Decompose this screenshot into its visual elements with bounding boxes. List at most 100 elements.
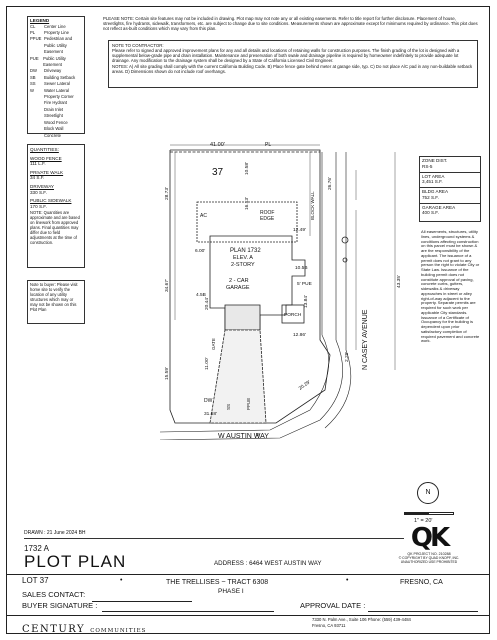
- quantity-label: DRIVEWAY: [30, 183, 54, 189]
- legend-label: Public Utility Easement: [43, 55, 66, 68]
- dim-1058a: 10.58': [244, 162, 250, 175]
- legend-label: Concrete: [44, 132, 61, 138]
- roof-edge-2: EDGE: [260, 216, 275, 222]
- dim-450: 4.5B: [196, 292, 206, 298]
- contractor-note-box: NOTE TO CONTRACTOR: Please refer to sign…: [108, 40, 478, 88]
- phase-label: PHASE I: [218, 588, 244, 595]
- company-address-2: Fresno, CA 93711: [312, 623, 346, 628]
- dim-2676: 26.76': [327, 177, 333, 190]
- street-east-label: N CASEY AVENUE: [362, 309, 369, 370]
- legend-label: Block Wall: [44, 126, 64, 132]
- legend-item: Streetlight: [30, 113, 82, 119]
- quantity-value: 330 S.F.: [30, 189, 47, 195]
- buyer-signature-line[interactable]: [102, 611, 274, 612]
- garage-label-1: 2 - CAR: [229, 278, 249, 284]
- dim-1100: 11.00': [204, 357, 210, 370]
- separator-dot: •: [120, 577, 123, 584]
- drawn-info: DRAWN : 21 June 2024 BH: [24, 530, 86, 536]
- legend-label: Pedestrian and Public Utility Easement: [44, 36, 73, 55]
- please-note: PLEASE NOTE: Certain site features may n…: [103, 16, 478, 32]
- dim-600: 6.00': [195, 248, 205, 254]
- qk-project: QK PROJECT NO. 210288: [407, 552, 451, 556]
- dim-1559: 15.59': [164, 367, 170, 380]
- contractor-notes-list: NOTES: A) All site grading shall comply …: [112, 64, 473, 74]
- dim-top: 41.00': [210, 142, 225, 148]
- zone-row-value: 752 S.F.: [422, 194, 439, 200]
- company-address-1: 7330 N. Palm Ave., Suite 106 Phone: (559…: [312, 617, 411, 622]
- company-sub: COMMUNITIES: [90, 628, 147, 634]
- legend-item: Wood Fence: [30, 120, 82, 126]
- dim-2029: 20.29': [298, 379, 312, 391]
- zone-row-value: 3,451 S.F.: [422, 179, 443, 185]
- quantity-value: 111 L.F.: [30, 161, 46, 167]
- legend-label: Property Corner: [44, 94, 74, 100]
- quantities-title: QUANTITIES:: [30, 147, 59, 152]
- zone-row-label: LOT AREA: [422, 173, 445, 179]
- pl-label-top: PL: [265, 142, 271, 148]
- legend-code: SB: [30, 74, 36, 80]
- dim-pue: 5' PUE: [297, 281, 312, 287]
- legend-code: PL: [30, 30, 36, 35]
- zone-row-label: ZONE DIST.: [422, 158, 448, 163]
- legend-code: PPUE: [30, 36, 42, 42]
- contractor-note-body: Please refer to signed and approved impr…: [112, 48, 460, 63]
- scale-bar: [404, 512, 454, 515]
- separator-dot: •: [346, 577, 349, 584]
- dim-229: 2.29': [344, 352, 350, 362]
- legend-code: W: [30, 87, 34, 93]
- legend-item: Fire Hydrant: [30, 100, 82, 106]
- legend-label: Wood Fence: [44, 119, 68, 125]
- legend-label: Sewer Lateral: [44, 81, 70, 87]
- legend-code: PUE: [30, 55, 39, 61]
- legend-item: Block Wall: [30, 126, 82, 132]
- lot-number: 37: [212, 167, 224, 178]
- zone-row-value: 400 S.F.: [422, 210, 439, 216]
- easement-note: All easements, structures, utility lines…: [421, 229, 480, 344]
- qk-mark: QK: [410, 523, 450, 553]
- quantity-label: PRIVATE WALK: [30, 169, 64, 175]
- quantities-note: NOTE: Quantities are approximate and are…: [30, 210, 80, 245]
- legend-label: Fire Hydrant: [44, 100, 68, 106]
- approval-date-line[interactable]: [368, 611, 478, 612]
- sales-contact-line[interactable]: [92, 601, 192, 602]
- plot-plan-sheet: [6, 6, 490, 634]
- dim-2044: 20.44': [204, 297, 210, 310]
- ppue-label: PPUE: [246, 398, 251, 410]
- dim-1613: 16.13': [244, 197, 250, 210]
- legend-title: LEGEND: [30, 18, 50, 23]
- elev-label: ELEV. A: [233, 255, 253, 261]
- title-rule: [24, 538, 404, 539]
- legend-item: Drain Inlet: [30, 107, 82, 113]
- model-label: 1732 A: [24, 544, 49, 553]
- company-logo: CENTURY COMMUNITIES: [22, 617, 146, 636]
- porch-outline: [281, 304, 305, 324]
- w-label: W: [256, 432, 261, 437]
- legend-label: Streetlight: [44, 113, 63, 119]
- company-name: CENTURY: [22, 624, 86, 635]
- legend-code: DW: [30, 68, 37, 74]
- bottom-rule-bottom: [6, 615, 490, 616]
- plot-plan-title: PLOT PLAN: [24, 552, 127, 571]
- legend-item: Property Corner: [30, 94, 82, 100]
- quantity-label: PUBLIC SIDEWALK: [30, 198, 72, 204]
- dim-1249: 12.49': [293, 227, 306, 233]
- dim-1286: 12.86': [293, 332, 306, 338]
- legend-label: Water Lateral: [44, 87, 69, 93]
- dim-4335: 43.35': [396, 275, 402, 288]
- site-plan-drawing: 41.00' PL 37 BLOCK WALL ROOF EDGE AC PLA…: [159, 142, 402, 440]
- scale-label: 1" = 20': [414, 518, 433, 524]
- quantity-label: WOOD FENCE: [30, 155, 62, 161]
- dim-3168: 31.68': [204, 411, 217, 417]
- sales-contact-label: SALES CONTACT:: [22, 590, 86, 599]
